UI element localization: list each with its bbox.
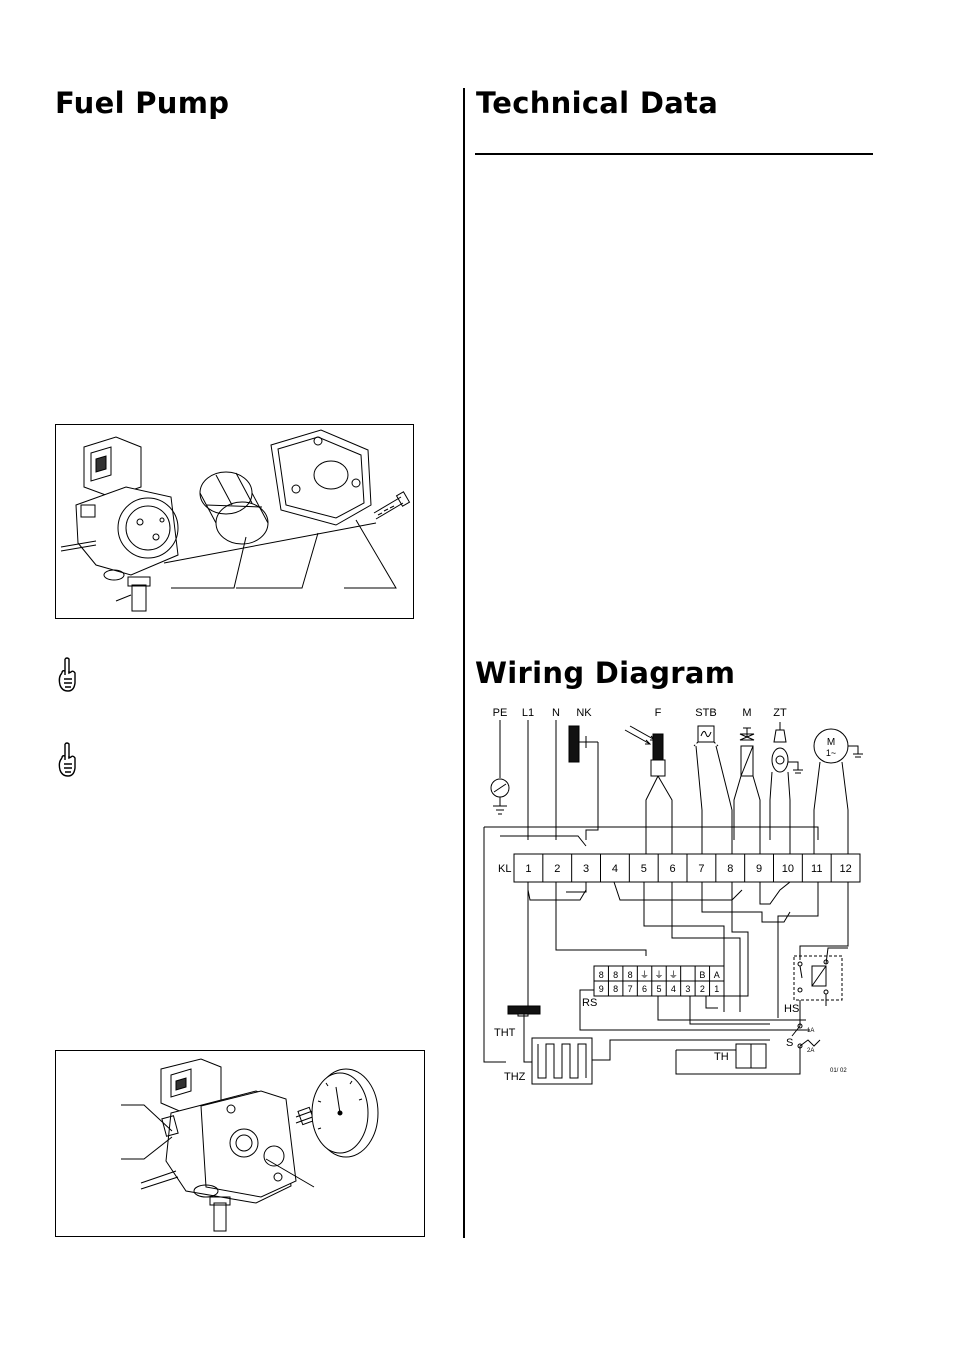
- rs-pin-bottom: 4: [671, 984, 676, 994]
- rs-pin-bottom: 3: [685, 984, 690, 994]
- terminal-number: 5: [641, 863, 647, 875]
- motor-label: M: [827, 737, 835, 748]
- terminal-number: 8: [727, 863, 733, 875]
- device-label: N: [552, 707, 560, 719]
- terminal-number: 3: [583, 863, 589, 875]
- rs-pin-top: 8: [628, 970, 633, 980]
- diagram-code: 01/ 02: [830, 1068, 847, 1074]
- terminal-number: 12: [839, 863, 851, 875]
- terminal-number: 7: [698, 863, 704, 875]
- device-label: PE: [493, 707, 508, 719]
- terminal-number: 10: [782, 863, 794, 875]
- technical-data-rule: [475, 153, 873, 155]
- terminal-number: 9: [756, 863, 762, 875]
- fuel-pump-title: Fuel Pump: [55, 86, 230, 120]
- thz-label: THZ: [504, 1071, 526, 1083]
- rs-pin-bottom: 8: [613, 984, 618, 994]
- terminal-number: 2: [554, 863, 560, 875]
- rs-pin-bottom: 9: [599, 984, 604, 994]
- tht-label: THT: [494, 1027, 516, 1039]
- wiring-diagram-title: Wiring Diagram: [475, 656, 736, 690]
- switch-contact-label: 1A: [807, 1028, 814, 1034]
- terminal-number: 4: [612, 863, 618, 875]
- rs-pin-top: ⏚: [654, 970, 663, 980]
- wiring-svg: PEL1NNKFSTBMZTM1~KL123456789101112888⏚⏚⏚…: [483, 707, 863, 1085]
- device-label: M: [742, 707, 751, 719]
- s-label: S: [786, 1037, 793, 1049]
- pump-gauge-figure: [55, 1050, 425, 1237]
- technical-data-title: Technical Data: [476, 86, 719, 120]
- th-label: TH: [714, 1051, 729, 1063]
- rs-pin-bottom: 6: [642, 984, 647, 994]
- rs-pin-top: B: [699, 970, 705, 980]
- rs-label: RS: [582, 997, 597, 1009]
- rs-pin-top: ⏚: [640, 970, 649, 980]
- terminal-number: 11: [811, 863, 822, 875]
- device-label: STB: [695, 707, 716, 719]
- switch-contact-label: 2A: [807, 1048, 814, 1054]
- device-label: NK: [576, 707, 592, 719]
- pointing-hand-icon: [56, 742, 78, 778]
- rs-pin-bottom: 5: [656, 984, 661, 994]
- device-label: F: [655, 707, 662, 719]
- pointing-hand-icon: [56, 657, 78, 693]
- rs-pin-top: ⏚: [669, 970, 678, 980]
- motor-phase-label: 1~: [826, 748, 836, 758]
- column-divider: [463, 88, 465, 1238]
- hs-label: HS: [784, 1003, 799, 1015]
- device-label: ZT: [773, 707, 787, 719]
- pump-exploded-figure: [55, 424, 414, 619]
- rs-pin-bottom: 7: [628, 984, 633, 994]
- rs-pin-bottom: 1: [714, 984, 719, 994]
- rs-pin-bottom: 2: [700, 984, 705, 994]
- terminal-block-label: KL: [498, 863, 511, 875]
- terminal-number: 1: [525, 863, 531, 875]
- rs-pin-top: 8: [599, 970, 604, 980]
- rs-pin-top: 8: [613, 970, 618, 980]
- pump-exploded-drawing: [60, 429, 411, 612]
- terminal-number: 6: [670, 863, 676, 875]
- rs-pin-top: A: [714, 970, 720, 980]
- device-label: L1: [522, 707, 534, 719]
- pump-gauge-drawing: [121, 1058, 379, 1232]
